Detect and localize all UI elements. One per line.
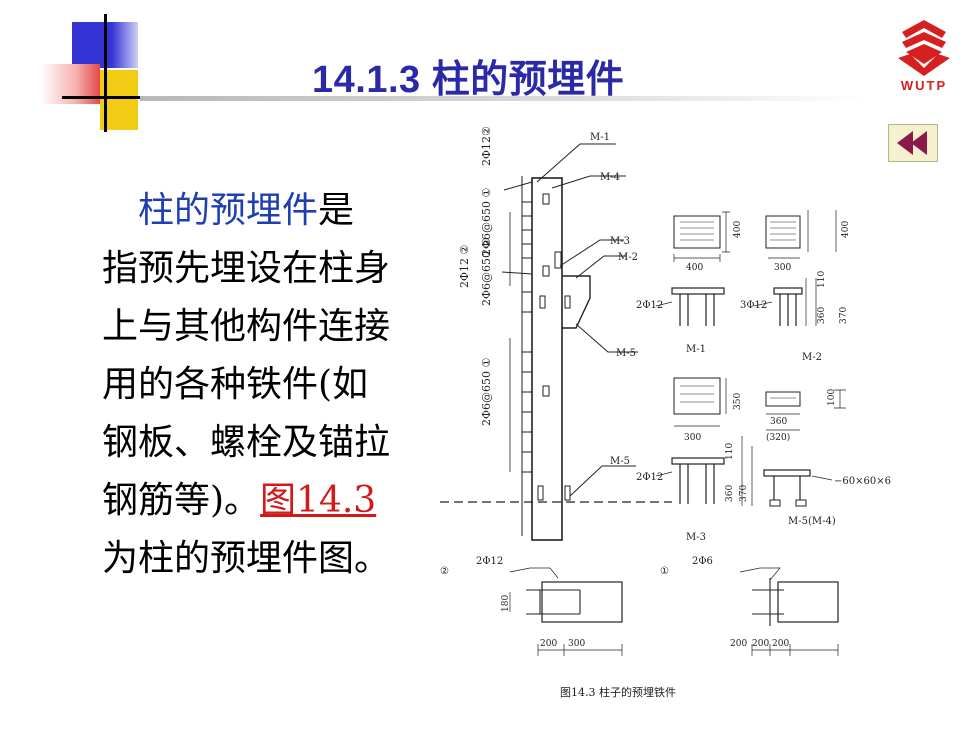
svg-text:M-1: M-1 (590, 132, 610, 143)
svg-text:②: ② (440, 566, 449, 577)
svg-text:M-3: M-3 (686, 532, 706, 543)
slide-title: 14.1.3 柱的预埋件 (312, 59, 625, 101)
term-highlight: 柱的预埋件 (138, 190, 319, 231)
svg-text:370: 370 (739, 485, 749, 502)
publisher-logo: WUTP (884, 14, 964, 94)
body-paragraph: 柱的预埋件是 指预先埋设在柱身 上与其他构件连接 用的各种铁件(如 钢板、螺栓及… (102, 182, 422, 588)
svg-text:180: 180 (501, 595, 511, 612)
svg-text:M-4: M-4 (600, 172, 620, 183)
svg-text:2Φ12②: 2Φ12② (480, 126, 493, 166)
svg-text:2Φ6@650 ①: 2Φ6@650 ① (480, 187, 493, 256)
svg-text:200: 200 (752, 639, 769, 649)
svg-text:2Φ12 ②: 2Φ12 ② (458, 244, 471, 288)
svg-text:M-3: M-3 (610, 236, 630, 247)
text-line-3: 上与其他构件连接 (102, 306, 391, 347)
figure-link[interactable]: 图14.3 (260, 480, 377, 521)
svg-text:360: 360 (817, 307, 827, 324)
svg-text:M-2: M-2 (618, 252, 638, 263)
svg-text:400: 400 (733, 221, 743, 238)
svg-text:2Φ12: 2Φ12 (636, 472, 663, 483)
svg-text:2Φ6@650 ②: 2Φ6@650 ② (480, 237, 493, 306)
svg-text:M-1: M-1 (686, 344, 706, 355)
title-divider (140, 96, 870, 101)
text-line-1: 柱的预埋件是 (138, 190, 355, 231)
svg-text:3Φ12: 3Φ12 (740, 300, 767, 311)
svg-text:−60×60×6: −60×60×6 (834, 476, 891, 487)
svg-text:100: 100 (827, 389, 837, 406)
back-button[interactable] (888, 124, 938, 162)
svg-text:350: 350 (733, 393, 743, 410)
svg-text:110: 110 (725, 443, 735, 460)
svg-text:300: 300 (568, 639, 585, 649)
svg-text:①: ① (660, 566, 669, 577)
svg-text:360: 360 (770, 417, 787, 427)
svg-text:2Φ12: 2Φ12 (476, 556, 503, 567)
corner-decoration (0, 0, 150, 140)
svg-text:M-5: M-5 (616, 348, 636, 359)
svg-text:200: 200 (772, 639, 789, 649)
svg-text:300: 300 (684, 433, 701, 443)
svg-text:300: 300 (774, 263, 791, 273)
svg-text:2Φ12: 2Φ12 (636, 300, 663, 311)
svg-text:370: 370 (839, 307, 849, 324)
svg-text:400: 400 (841, 221, 851, 238)
svg-text:2Φ6@650 ①: 2Φ6@650 ① (480, 357, 493, 426)
svg-text:200: 200 (730, 639, 747, 649)
svg-text:200: 200 (540, 639, 557, 649)
text-line-4: 用的各种铁件(如 (102, 364, 369, 405)
svg-text:2Φ6: 2Φ6 (692, 556, 713, 567)
column-embedded-parts-drawing: 2Φ12② 2Φ6@650 ① 2Φ12 ② 2Φ6@650 ② 2Φ6@650… (440, 116, 900, 716)
svg-text:(320): (320) (766, 432, 790, 443)
svg-text:M-5: M-5 (610, 456, 630, 467)
text-line-7: 为柱的预埋件图。 (102, 538, 391, 579)
text-line-6: 钢筋等)。图14.3 (102, 480, 377, 521)
svg-text:110: 110 (817, 271, 827, 288)
svg-text:360: 360 (725, 485, 735, 502)
text-line-5: 钢板、螺栓及锚拉 (102, 422, 391, 463)
svg-text:400: 400 (686, 263, 703, 273)
figure-caption: 图14.3 柱子的预埋铁件 (560, 685, 676, 699)
svg-text:M-5(M-4): M-5(M-4) (788, 516, 836, 527)
double-left-arrow-icon (897, 131, 927, 155)
text-line-2: 指预先埋设在柱身 (102, 248, 391, 289)
svg-text:M-2: M-2 (802, 352, 822, 363)
logo-text: WUTP (901, 78, 947, 93)
